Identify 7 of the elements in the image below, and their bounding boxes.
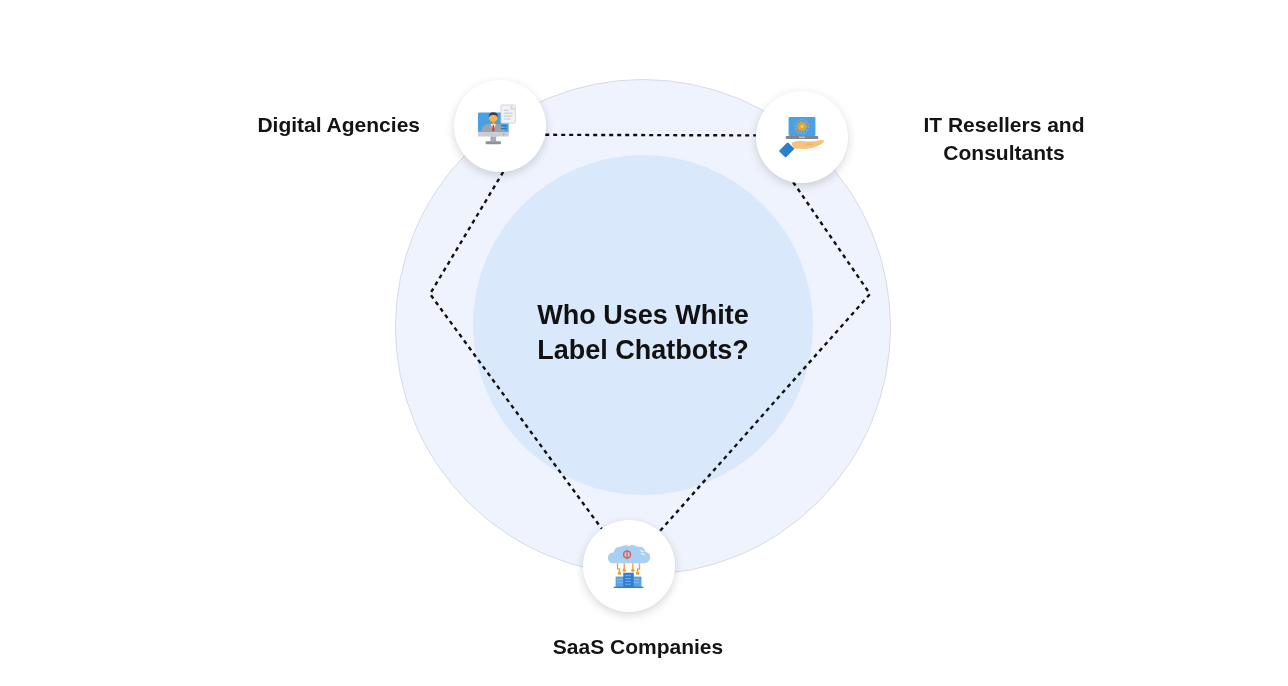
category-label: SaaS Companies <box>551 634 725 660</box>
category-label: Digital Agencies <box>256 112 420 138</box>
dotted-connector <box>428 171 603 530</box>
dotted-connector <box>545 133 756 137</box>
diagram-title: Who Uses White Label Chatbots? <box>536 299 750 367</box>
category-label: IT Resellers and Consultants <box>922 112 1086 166</box>
dotted-connector <box>658 181 872 533</box>
